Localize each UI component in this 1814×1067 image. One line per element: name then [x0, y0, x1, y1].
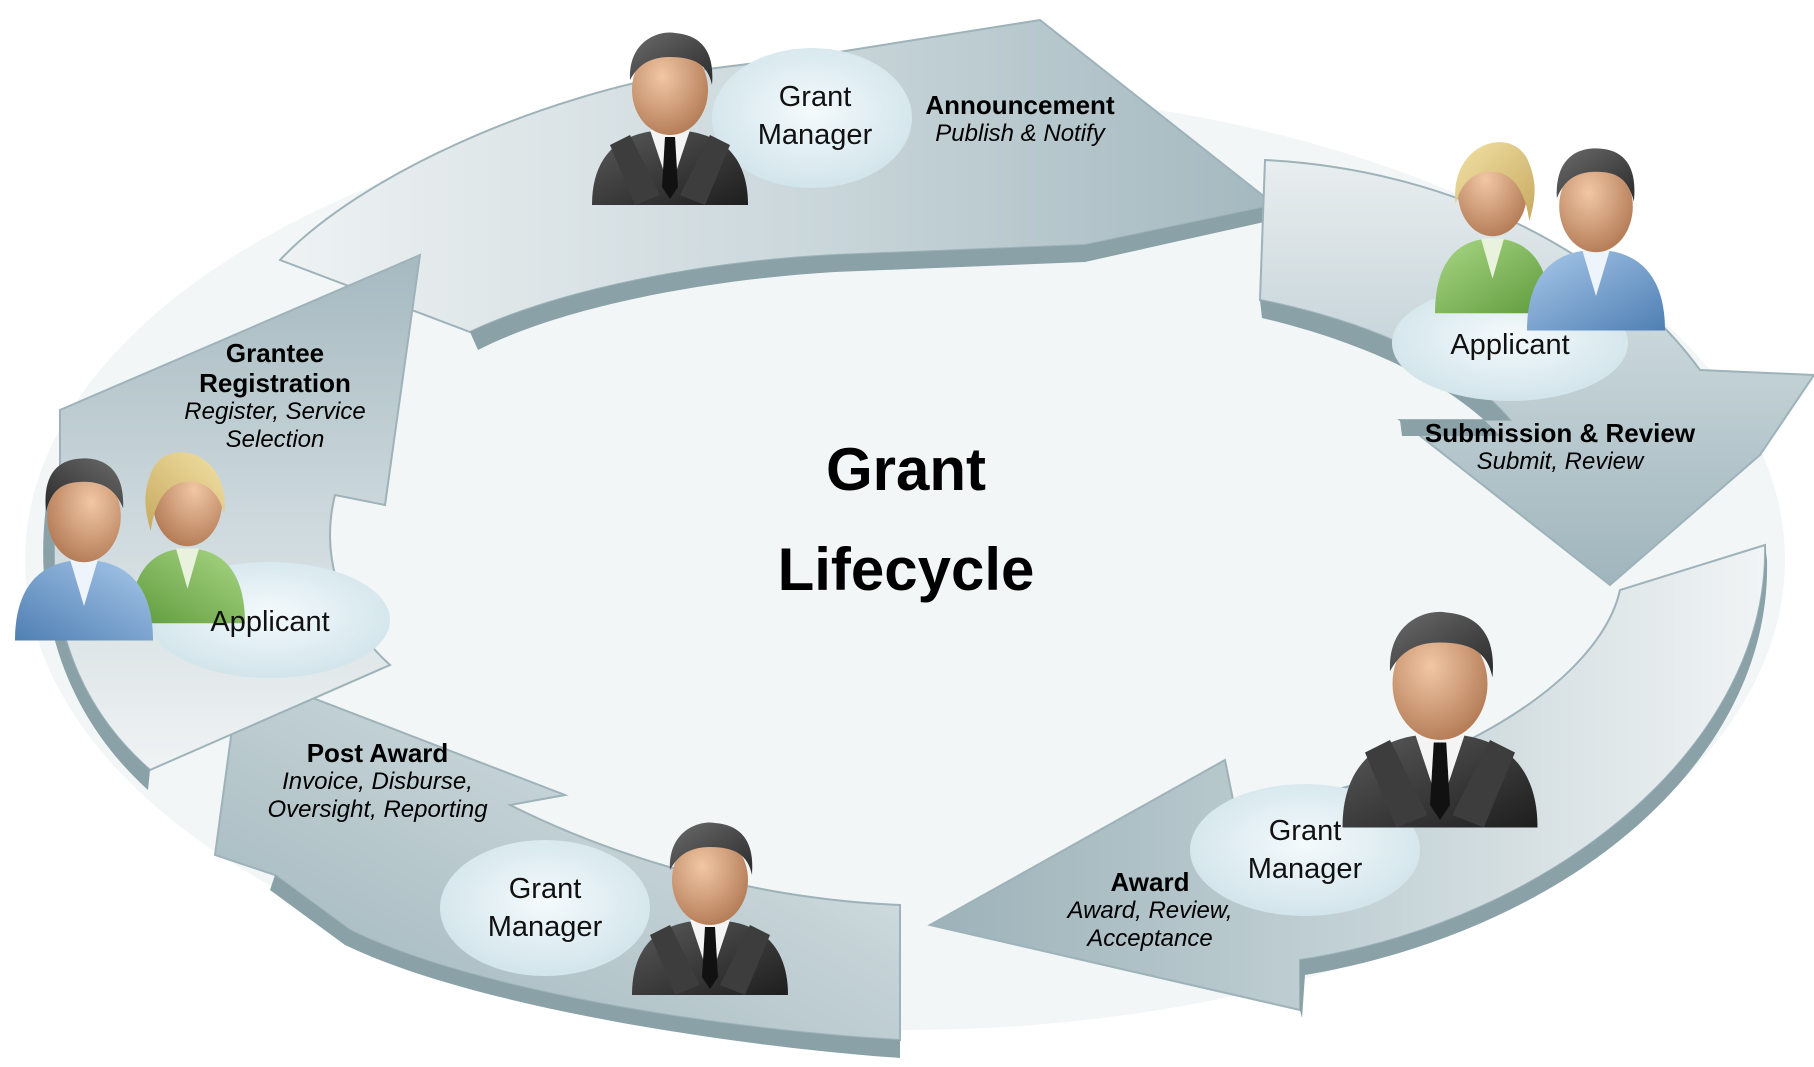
stage-subtitle: Publish & Notify [935, 120, 1105, 147]
title-line-1: Grant [825, 436, 987, 503]
role-label-award: Grant Manager [1247, 815, 1363, 885]
stage-title: Announcement [925, 90, 1115, 120]
stage-subtitle: Award, Review, Acceptance [1067, 897, 1233, 952]
stage-subtitle: Invoice, Disburse, Oversight, Reporting [267, 768, 488, 823]
role-label-submission-review: Applicant [1450, 329, 1570, 361]
stage-label-submission-review: Submission & Review Submit, Review [1385, 418, 1735, 476]
role-label-post-award: Grant Manager [487, 873, 603, 943]
stage-title: Post Award [306, 738, 449, 768]
stage-subtitle: Submit, Review [1476, 448, 1644, 475]
stage-label-post-award: Post Award Invoice, Disburse, Oversight,… [245, 738, 510, 824]
stage-title: Award [1110, 867, 1190, 897]
stage-subtitle: Register, Service Selection [184, 398, 366, 453]
stage-title: Grantee Registration [199, 338, 351, 398]
stage-label-award: Award Award, Review, Acceptance [1040, 867, 1260, 953]
diagram-title: Grant Lifecycle [656, 420, 1156, 620]
stage-label-grantee-registration: Grantee Registration Register, Service S… [165, 338, 385, 454]
role-bubble-post-award [440, 840, 650, 976]
stage-label-announcement: Announcement Publish & Notify [890, 90, 1150, 148]
title-line-2: Lifecycle [777, 536, 1035, 603]
stage-title: Submission & Review [1424, 418, 1696, 448]
role-label-announcement: Grant Manager [757, 81, 873, 151]
role-bubble-announcement [712, 48, 912, 188]
arrow-award [927, 543, 1768, 1018]
role-label-grantee-registration: Applicant [210, 606, 330, 638]
